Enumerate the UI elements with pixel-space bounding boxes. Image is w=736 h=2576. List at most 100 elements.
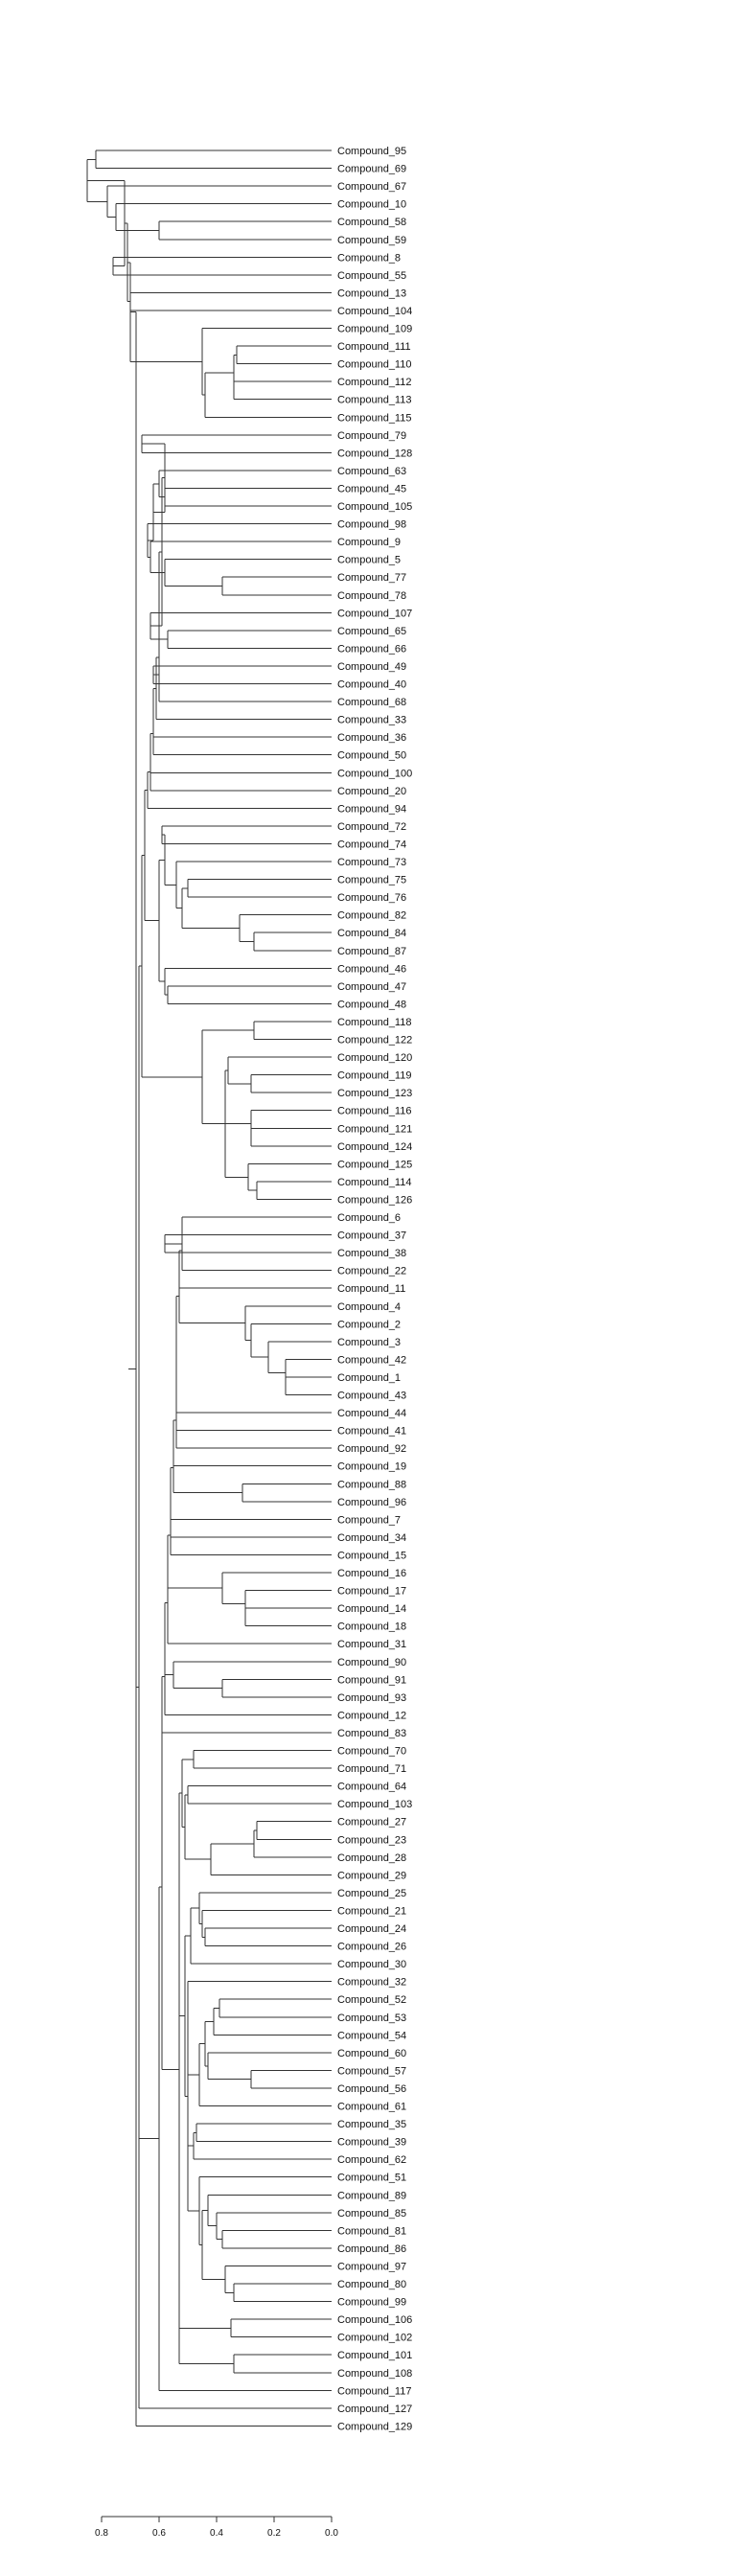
leaf-label: Compound_14 (337, 1603, 406, 1615)
leaf-label: Compound_49 (337, 661, 406, 673)
leaf-label: Compound_95 (337, 146, 406, 157)
leaf-label: Compound_123 (337, 1088, 412, 1099)
leaf-label: Compound_46 (337, 963, 406, 975)
leaf-label: Compound_98 (337, 519, 406, 531)
leaf-label: Compound_107 (337, 608, 412, 619)
leaf-label: Compound_69 (337, 164, 406, 175)
leaf-label: Compound_129 (337, 2421, 412, 2432)
leaf-label: Compound_55 (337, 270, 406, 282)
leaf-label: Compound_112 (337, 377, 411, 388)
leaf-label: Compound_92 (337, 1443, 406, 1455)
leaf-label: Compound_10 (337, 199, 406, 211)
leaf-label: Compound_6 (337, 1212, 401, 1224)
leaf-label: Compound_33 (337, 715, 406, 726)
leaf-label: Compound_8 (337, 252, 401, 264)
leaf-label: Compound_67 (337, 181, 406, 193)
leaf-label: Compound_44 (337, 1408, 406, 1419)
leaf-label: Compound_21 (337, 1905, 406, 1917)
leaf-label: Compound_13 (337, 288, 406, 299)
leaf-label: Compound_50 (337, 750, 406, 762)
leaf-label: Compound_84 (337, 928, 406, 939)
leaf-label: Compound_87 (337, 946, 406, 957)
leaf-label: Compound_2 (337, 1319, 401, 1330)
leaf-label: Compound_32 (337, 1977, 406, 1989)
leaf-label: Compound_91 (337, 1674, 406, 1686)
leaf-label: Compound_108 (337, 2368, 412, 2380)
leaf-label: Compound_63 (337, 466, 406, 477)
leaf-label: Compound_68 (337, 697, 406, 708)
leaf-label: Compound_90 (337, 1657, 406, 1668)
x-axis-tick-label: 0.0 (325, 2528, 338, 2539)
leaf-label: Compound_82 (337, 910, 406, 922)
leaf-label: Compound_85 (337, 2208, 406, 2220)
leaf-label: Compound_28 (337, 1852, 406, 1864)
leaf-label: Compound_47 (337, 981, 406, 993)
leaf-label: Compound_60 (337, 2048, 406, 2059)
leaf-label: Compound_99 (337, 2297, 406, 2309)
leaf-labels: Compound_95Compound_69Compound_67Compoun… (337, 146, 412, 2432)
leaf-label: Compound_35 (337, 2119, 406, 2130)
leaf-label: Compound_110 (337, 359, 411, 371)
leaf-label: Compound_15 (337, 1550, 406, 1561)
leaf-label: Compound_18 (337, 1622, 406, 1633)
x-axis-tick-label: 0.2 (267, 2528, 281, 2539)
leaf-label: Compound_61 (337, 2102, 406, 2113)
leaf-label: Compound_1 (337, 1372, 401, 1384)
leaf-label: Compound_36 (337, 732, 406, 744)
leaf-label: Compound_86 (337, 2243, 406, 2255)
leaf-label: Compound_51 (337, 2173, 406, 2184)
leaf-label: Compound_119 (337, 1070, 411, 1082)
leaf-label: Compound_76 (337, 892, 406, 904)
leaf-label: Compound_74 (337, 839, 406, 850)
leaf-label: Compound_19 (337, 1461, 406, 1473)
leaf-label: Compound_56 (337, 2083, 406, 2095)
leaf-label: Compound_97 (337, 2261, 406, 2272)
leaf-label: Compound_48 (337, 999, 406, 1010)
leaf-label: Compound_94 (337, 803, 406, 815)
leaf-label: Compound_79 (337, 430, 406, 442)
leaf-label: Compound_52 (337, 1994, 406, 2006)
leaf-label: Compound_9 (337, 537, 401, 548)
leaf-label: Compound_30 (337, 1959, 406, 1970)
leaf-label: Compound_89 (337, 2190, 406, 2201)
leaf-label: Compound_23 (337, 1834, 406, 1846)
leaf-label: Compound_116 (337, 1106, 411, 1117)
leaf-label: Compound_118 (337, 1017, 411, 1028)
leaf-label: Compound_27 (337, 1817, 406, 1828)
leaf-label: Compound_65 (337, 626, 406, 637)
leaf-label: Compound_11 (337, 1283, 405, 1295)
leaf-label: Compound_7 (337, 1514, 401, 1526)
leaf-label: Compound_120 (337, 1052, 412, 1064)
leaf-label: Compound_29 (337, 1870, 406, 1881)
leaf-label: Compound_73 (337, 857, 406, 868)
leaf-label: Compound_43 (337, 1391, 406, 1402)
leaf-label: Compound_93 (337, 1692, 406, 1704)
leaf-label: Compound_38 (337, 1248, 406, 1259)
leaf-label: Compound_31 (337, 1639, 406, 1650)
leaf-label: Compound_117 (337, 2385, 411, 2397)
leaf-label: Compound_101 (337, 2350, 412, 2361)
leaf-label: Compound_22 (337, 1266, 406, 1277)
leaf-label: Compound_24 (337, 1923, 406, 1935)
leaf-label: Compound_53 (337, 2012, 406, 2024)
leaf-label: Compound_25 (337, 1888, 406, 1899)
leaf-label: Compound_16 (337, 1568, 406, 1579)
leaf-label: Compound_42 (337, 1354, 406, 1366)
leaf-label: Compound_70 (337, 1746, 406, 1758)
leaf-label: Compound_111 (337, 341, 411, 353)
leaf-label: Compound_103 (337, 1799, 412, 1810)
leaf-label: Compound_114 (337, 1177, 411, 1188)
leaf-label: Compound_113 (337, 395, 411, 406)
leaf-label: Compound_34 (337, 1532, 406, 1544)
leaf-label: Compound_12 (337, 1710, 406, 1721)
leaf-label: Compound_100 (337, 768, 412, 779)
leaf-label: Compound_72 (337, 821, 406, 833)
leaf-label: Compound_54 (337, 2030, 406, 2041)
leaf-label: Compound_128 (337, 448, 412, 459)
leaf-label: Compound_59 (337, 235, 406, 246)
leaf-label: Compound_58 (337, 217, 406, 228)
leaf-label: Compound_4 (337, 1301, 401, 1313)
leaf-label: Compound_109 (337, 324, 412, 335)
